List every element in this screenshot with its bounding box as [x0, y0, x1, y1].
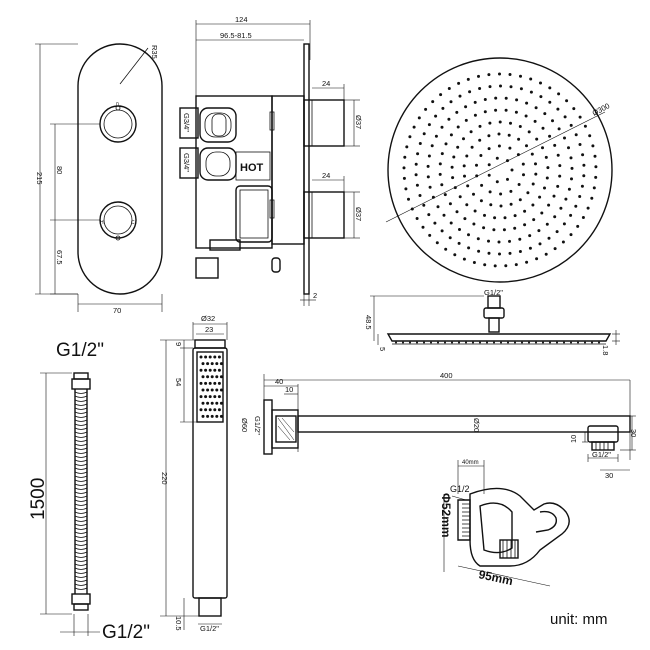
handset-bottom-dim: 10.5 [174, 616, 183, 631]
valve-front-view: R35 0 H C 215 80 67.5 70 [35, 43, 163, 315]
handset-spray-len-dim: 54 [174, 378, 183, 386]
shower-head-diameter: Ø300 [591, 101, 611, 118]
hot-label: HOT [240, 162, 264, 174]
handset-length-dim: 220 [160, 472, 169, 485]
arm-length-dim: 400 [440, 371, 453, 380]
hose-rings [74, 391, 88, 590]
outlet-diameter: Φ52mm [439, 493, 453, 538]
hose-drawing: G1/2" 1500 G1/2" [28, 340, 150, 643]
handset-spray-holes [199, 355, 223, 418]
arm-end-height: 30 [629, 429, 638, 437]
shower-head-height-dim: 48.5 [364, 315, 373, 330]
outlet-bottom-width: 24 [322, 171, 330, 180]
outlet-top-dia: Ø37 [354, 115, 363, 129]
arm-end-width: 30 [605, 471, 613, 480]
handset-thread-dim: G1/2" [200, 624, 219, 633]
arm-tube-dia: Ø20 [472, 418, 481, 432]
upper-knob-label: 0 [116, 102, 119, 108]
shower-arm-drawing: 400 40 10 Ø60 G1/2" Ø20 10 30 [240, 371, 638, 480]
shower-head-thread: G1/2" [484, 288, 503, 297]
plate-thickness-dim: 2 [313, 291, 317, 300]
outlet-thread: G1/2 [450, 484, 470, 494]
upper-knob: 0 [99, 102, 137, 143]
shower-head-side-view: G1/2" 48.5 5 1.8 [364, 288, 620, 355]
radius-label: R35 [150, 45, 159, 59]
valve-faceplate [77, 43, 163, 295]
outlet-length: 95mm [477, 567, 514, 588]
lower-knob-h: H [100, 220, 104, 226]
adjust-range-dim: 96.5-81.5 [220, 31, 252, 40]
arm-flange-offset: 40 [275, 377, 283, 386]
valve-width-dim: 70 [113, 306, 121, 315]
shower-head-plate-dim: 5 [378, 347, 387, 351]
hose-thread-bottom: G1/2" [102, 622, 150, 643]
arm-end-drop: 10 [569, 435, 578, 443]
shower-head-edge-dim: 1.8 [601, 345, 610, 355]
side-nozzles [395, 341, 600, 344]
handset-diameter-dim: Ø32 [201, 314, 215, 323]
arm-flange-dia: Ø60 [240, 418, 249, 432]
handset-top-cap-dim: 9 [174, 342, 183, 346]
arm-thread: G1/2" [253, 416, 262, 435]
lower-knob-c: C [131, 220, 135, 226]
outlet-top-width: 24 [322, 79, 330, 88]
valve-height-dim: 215 [35, 172, 44, 185]
inlet-top-thread: G3/4" [182, 113, 191, 132]
lower-spacing-dim: 67.5 [55, 250, 64, 265]
arm-small-offset: 10 [285, 385, 293, 394]
outlet-bottom-dia: Ø37 [354, 207, 363, 221]
hose-length-dim: 1500 [28, 478, 49, 520]
arm-end-thread: G1/2" [592, 450, 611, 459]
shower-head-top-view: Ø300 [385, 57, 613, 283]
wall-outlet-drawing: 40mm G1/2 Φ52mm 95mm [439, 460, 570, 588]
hose-thread-top: G1/2" [56, 340, 104, 361]
handset-drawing: Ø32 23 9 54 220 10.5 G1/2" [160, 314, 228, 633]
upper-spacing-dim: 80 [55, 166, 64, 174]
valve-depth-dim: 124 [235, 15, 248, 24]
handset-width-dim: 23 [205, 325, 213, 334]
inlet-bottom-thread: G3/4" [182, 153, 191, 172]
outlet-top-dim: 40mm [462, 460, 479, 466]
shower-head-outline [387, 57, 613, 283]
valve-side-view: 124 96.5-81.5 HOT G3/4" G3/4" [179, 15, 363, 306]
nozzle-pattern [402, 72, 598, 268]
lower-knob: H C [99, 201, 137, 241]
unit-label: unit: mm [550, 611, 608, 628]
